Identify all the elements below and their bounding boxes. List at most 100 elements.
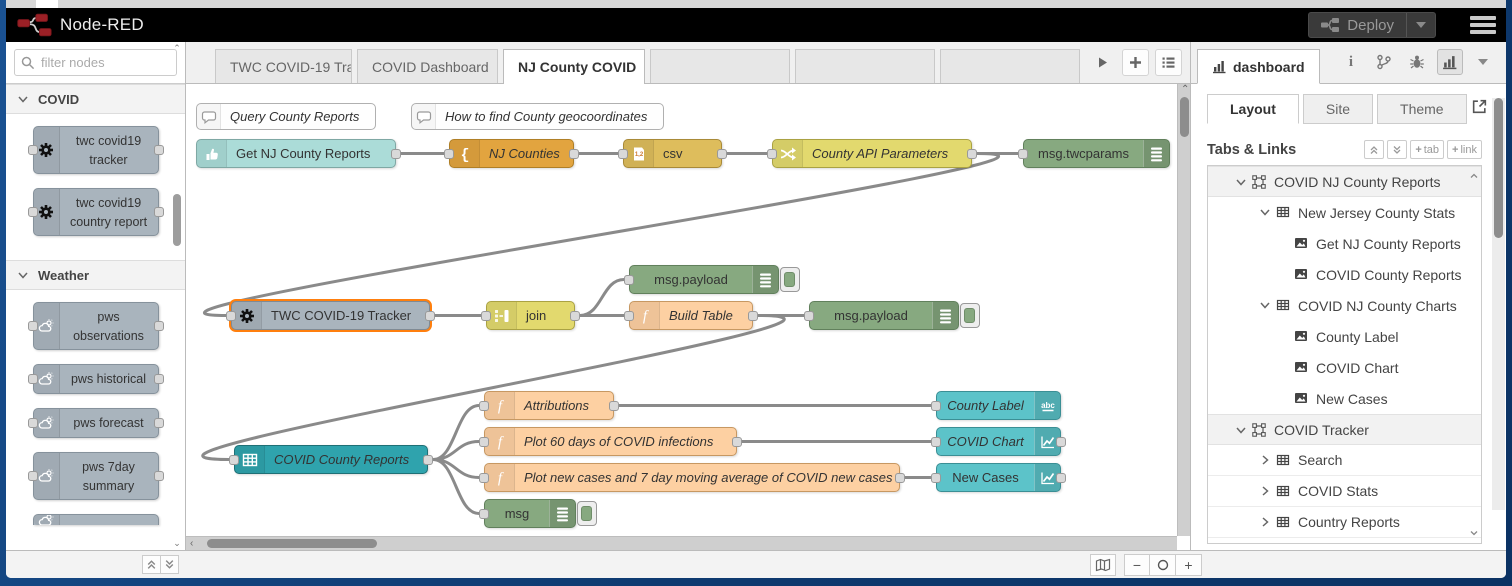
node-input-port[interactable]	[1018, 149, 1028, 159]
flow-node-tracker[interactable]: TWC COVID-19 Tracker	[226, 301, 435, 330]
node-input-port[interactable]	[804, 311, 814, 321]
tree-collapse-chevron-icon[interactable]	[1234, 423, 1248, 440]
tab-theme[interactable]: Theme	[1377, 94, 1467, 124]
palette-node-pws-historical[interactable]: pws historical	[27, 364, 164, 394]
palette-scroll-down-icon[interactable]: ⌄	[173, 538, 181, 548]
node-input-port[interactable]	[931, 437, 941, 447]
flow-node-covid_reports[interactable]: COVID County Reports	[229, 445, 433, 474]
palette-node-twc-covid19-country-report[interactable]: twc covid19 country report	[27, 188, 164, 236]
node-output-port[interactable]	[1056, 437, 1066, 447]
flow-list-button[interactable]	[1155, 49, 1182, 76]
toggle-navigator-button[interactable]	[1090, 554, 1116, 576]
node-output-port[interactable]	[153, 207, 164, 217]
palette-filter-input[interactable]	[14, 49, 177, 76]
wire-county_api-to-tracker[interactable]	[202, 152, 1001, 317]
tree-item-COVID-Tracker[interactable]: COVID Tracker	[1208, 414, 1481, 445]
node-input-port[interactable]	[27, 207, 38, 217]
open-dashboard-button[interactable]	[1471, 98, 1488, 120]
tree-item-Search[interactable]: Search	[1208, 445, 1481, 476]
tree-expand-chevron-icon[interactable]	[1258, 453, 1272, 470]
palette-scrollbar[interactable]: ⌃ ⌄	[172, 44, 182, 548]
node-output-port[interactable]	[425, 311, 435, 321]
tree-scroll-down-icon[interactable]	[1469, 524, 1479, 542]
sidebar-more-button[interactable]	[1470, 49, 1496, 75]
flow-node-county_api[interactable]: County API Parameters	[767, 139, 977, 168]
add-link-button[interactable]: +link	[1447, 140, 1482, 159]
tab-site[interactable]: Site	[1302, 94, 1374, 124]
canvas-scroll-up-icon[interactable]: ⌃	[1181, 84, 1190, 95]
add-flow-button[interactable]	[1122, 49, 1149, 76]
canvas-hscroll-thumb[interactable]	[207, 539, 377, 548]
node-input-port[interactable]	[226, 311, 236, 321]
node-input-port[interactable]	[479, 473, 489, 483]
palette-node-pws-7day-summary[interactable]: pws 7day summary	[27, 452, 164, 500]
tree-expand-chevron-icon[interactable]	[1258, 484, 1272, 501]
tree-item-Country-Reports[interactable]: Country Reports	[1208, 507, 1481, 538]
palette-scroll-up-icon[interactable]: ⌃	[173, 43, 181, 53]
add-tab-button[interactable]: +tab	[1410, 140, 1445, 159]
tree-item-County-Label[interactable]: County Label	[1208, 321, 1481, 352]
sidebar-scrollbar[interactable]	[1492, 98, 1505, 510]
canvas-vscroll-thumb[interactable]	[1180, 97, 1189, 137]
wire-join-to-payload1[interactable]	[578, 278, 626, 317]
flow-canvas[interactable]: ⌃ ‹ Query County Reports How to find Cou…	[186, 84, 1190, 550]
node-input-port[interactable]	[931, 473, 941, 483]
palette-node-twc-covid19-tracker[interactable]: twc covid19 tracker	[27, 126, 164, 174]
flow-tab-empty-4[interactable]	[795, 49, 935, 83]
flow-node-twcparams[interactable]: msg.twcparams	[1018, 139, 1170, 168]
node-output-port[interactable]	[717, 149, 727, 159]
flow-tab-empty-5[interactable]	[940, 49, 1080, 83]
node-input-port[interactable]	[27, 321, 38, 331]
flow-node-msg_debug[interactable]: msg	[479, 499, 597, 528]
tree-collapse-chevron-icon[interactable]	[1258, 298, 1272, 315]
palette-expand-all-button[interactable]	[160, 555, 179, 574]
canvas-scroll-left-icon[interactable]: ‹	[190, 538, 194, 549]
flow-tab-NJ-County-COVID[interactable]: NJ County COVID	[503, 49, 645, 84]
flow-tab-empty-3[interactable]	[650, 49, 790, 83]
flow-node-inject[interactable]: Get NJ County Reports	[196, 139, 401, 168]
zoom-in-button[interactable]: +	[1176, 554, 1202, 576]
sidebar-debug-button[interactable]	[1404, 49, 1430, 75]
flow-node-payload1[interactable]: msg.payload	[624, 265, 800, 294]
tree-item-COVID-Chart[interactable]: COVID Chart	[1208, 352, 1481, 383]
tree-collapse-chevron-icon[interactable]	[1234, 175, 1248, 192]
node-input-port[interactable]	[27, 418, 38, 428]
tree-expand-chevron-icon[interactable]	[1258, 515, 1272, 532]
node-output-port[interactable]	[153, 321, 164, 331]
sidebar-scrollbar-thumb[interactable]	[1494, 98, 1503, 238]
node-output-port[interactable]	[895, 473, 905, 483]
zoom-out-button[interactable]: −	[1124, 554, 1150, 576]
node-input-port[interactable]	[27, 145, 38, 155]
flow-node-comment1[interactable]: Query County Reports	[196, 103, 376, 130]
canvas-vertical-scrollbar[interactable]: ⌃	[1177, 84, 1190, 536]
debug-toggle-button[interactable]	[960, 303, 980, 328]
node-output-port[interactable]	[609, 401, 619, 411]
node-output-port[interactable]	[423, 455, 433, 465]
node-output-port[interactable]	[732, 437, 742, 447]
node-output-port[interactable]	[391, 149, 401, 159]
flow-node-new_cases[interactable]: New Cases	[931, 463, 1066, 492]
palette-node-pws-forecast[interactable]: pws forecast	[27, 408, 164, 438]
palette-category-weather[interactable]: Weather	[6, 260, 185, 290]
node-output-port[interactable]	[153, 471, 164, 481]
sidebar-info-button[interactable]: i	[1338, 49, 1364, 75]
node-output-port[interactable]	[748, 311, 758, 321]
node-input-port[interactable]	[767, 149, 777, 159]
tab-layout[interactable]: Layout	[1207, 94, 1299, 124]
node-input-port[interactable]	[479, 509, 489, 519]
tree-item-New-Jersey-County-Stats[interactable]: New Jersey County Stats	[1208, 197, 1481, 228]
palette-category-covid[interactable]: COVID	[6, 84, 185, 114]
flow-node-covid_chart[interactable]: COVID Chart	[931, 427, 1066, 456]
wire-covid_reports-to-msg_debug[interactable]	[431, 458, 481, 515]
flow-node-nj_counties[interactable]: {NJ Counties	[444, 139, 579, 168]
node-input-port[interactable]	[27, 374, 38, 384]
node-output-port[interactable]	[153, 418, 164, 428]
tree-item-COVID-Stats[interactable]: COVID Stats	[1208, 476, 1481, 507]
flow-tab-TWC-COVID-19-Trac[interactable]: TWC COVID-19 Trac	[215, 49, 352, 83]
node-output-port[interactable]	[153, 374, 164, 384]
